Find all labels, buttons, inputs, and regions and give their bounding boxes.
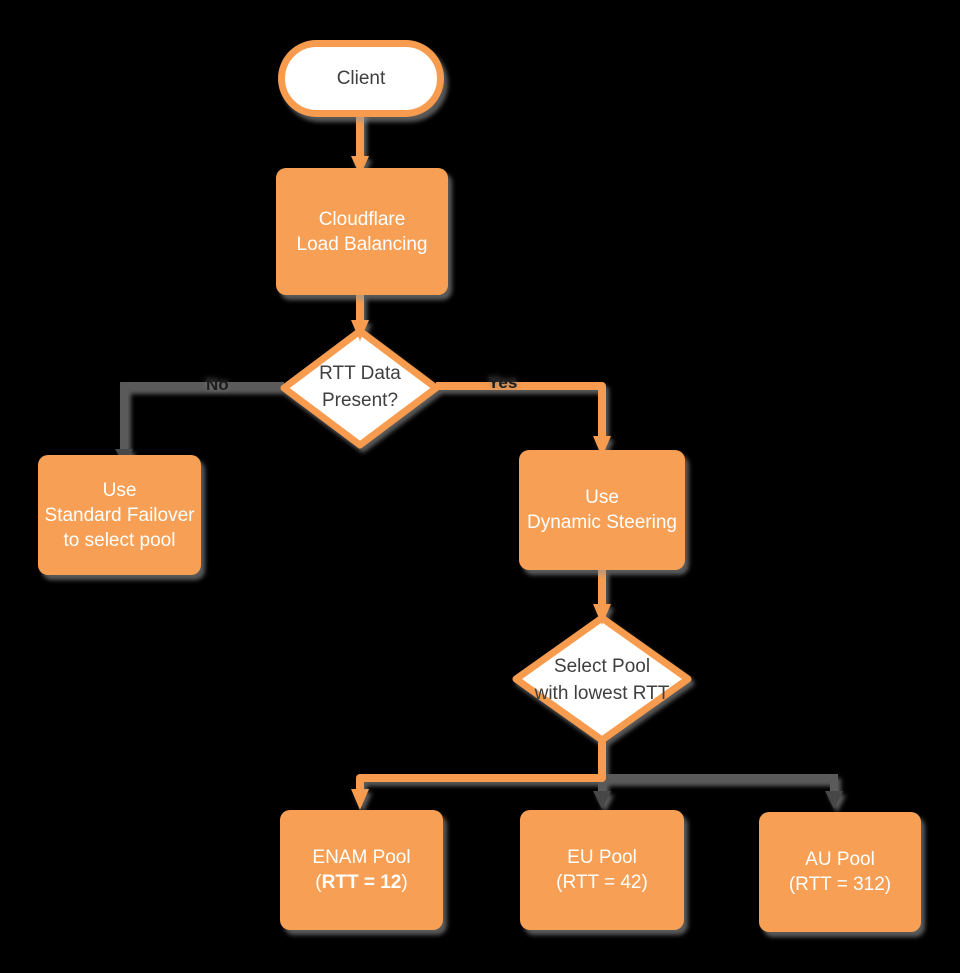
node-enam-pool-line2: (RTT = 12) [315, 870, 407, 895]
node-dynamic-steering-line2: Dynamic Steering [527, 512, 677, 533]
edge-yes-arrowhead-icon [593, 436, 611, 457]
edge-lb-to-decision-arrowhead-icon [351, 320, 369, 341]
edge-au-arrowhead-icon [825, 791, 843, 809]
node-load-balancer-line2: Load Balancing [296, 233, 428, 255]
edge-ds-to-select-arrowhead-icon [593, 604, 611, 625]
edge-client-to-lb-arrowhead-icon [351, 156, 369, 176]
edge-au-line [602, 774, 838, 794]
node-enam-pool-rtt-value: RTT = 12 [321, 872, 402, 893]
node-client-label: Client [336, 68, 386, 89]
node-client: Client [278, 40, 444, 117]
decision-select-pool [512, 614, 692, 744]
node-dynamic-steering-line1: Use [585, 487, 619, 508]
node-standard-failover-line3: to select pool [63, 529, 176, 551]
edge-no-line [120, 382, 284, 452]
node-standard-failover: Use Standard Failover to select pool [38, 455, 201, 575]
node-standard-failover-line2: Standard Failover [44, 504, 195, 526]
node-enam-pool-line1: ENAM Pool [312, 847, 411, 868]
edge-yes-label: Yes [488, 373, 518, 392]
edge-enam-arrowhead-icon [351, 789, 369, 810]
decision-rtt-data-present [280, 327, 440, 449]
edge-no-label: No [206, 375, 229, 394]
edge-enam-line [356, 740, 606, 792]
node-au-pool-line1: AU Pool [805, 849, 875, 870]
node-standard-failover-line1: Use [102, 479, 137, 501]
node-enam-pool: ENAM Pool (RTT = 12) [280, 810, 443, 930]
node-load-balancer: Cloudflare Load Balancing [276, 168, 448, 295]
node-dynamic-steering: Use Dynamic Steering [519, 450, 685, 570]
node-enam-pool-paren-open: ( [315, 872, 322, 893]
node-load-balancer-line1: Cloudflare [318, 208, 406, 230]
node-au-pool: AU Pool (RTT = 312) [759, 812, 921, 932]
node-eu-pool-line2: (RTT = 42) [556, 872, 648, 893]
node-eu-pool-line1: EU Pool [567, 847, 637, 868]
node-enam-pool-paren-close: ) [401, 872, 408, 893]
node-au-pool-line2: (RTT = 312) [788, 874, 892, 895]
edge-eu-arrowhead-icon [593, 791, 611, 809]
edge-yes-line [436, 382, 606, 438]
node-eu-pool: EU Pool (RTT = 42) [520, 810, 684, 930]
